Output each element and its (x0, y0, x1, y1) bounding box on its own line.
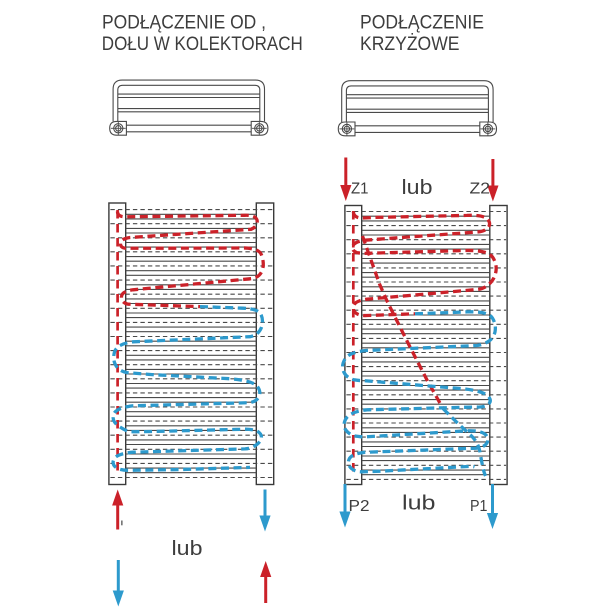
svg-text:lub: lub (172, 538, 203, 560)
svg-text:lub: lub (402, 177, 433, 199)
svg-text:P1: P1 (470, 498, 488, 515)
svg-text:PODŁĄCZENIE: PODŁĄCZENIE (360, 13, 484, 34)
svg-text:Z1: Z1 (351, 181, 369, 198)
svg-text:DOŁU W KOLEKTORACH: DOŁU W KOLEKTORACH (102, 34, 303, 55)
svg-text:P2: P2 (349, 498, 370, 515)
svg-text:Z2: Z2 (470, 181, 491, 198)
svg-text:KRZYŻOWE: KRZYŻOWE (360, 34, 460, 55)
svg-text:lub: lub (402, 493, 436, 515)
svg-text:PODŁĄCZENIE OD ,: PODŁĄCZENIE OD , (102, 13, 266, 34)
